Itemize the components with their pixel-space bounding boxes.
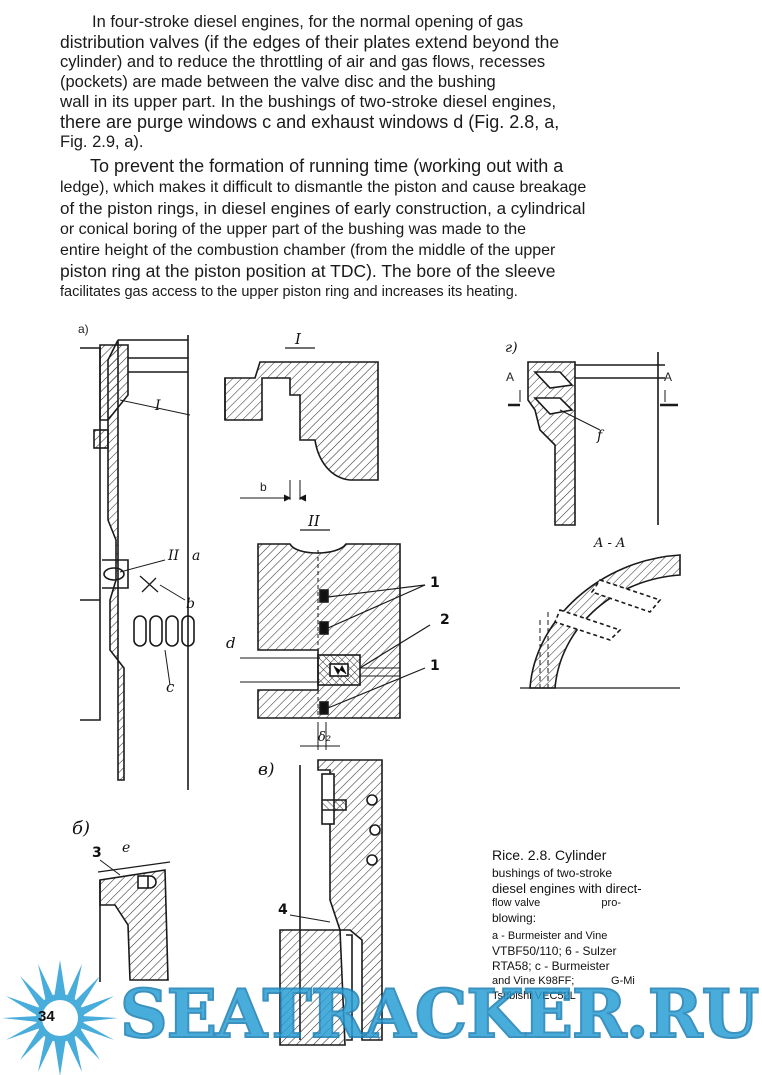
- label-view-v: в): [258, 760, 275, 780]
- caption-line: blowing:: [492, 911, 537, 925]
- caption-line: diesel engines with direct-: [492, 881, 642, 896]
- body-text: In four-stroke diesel engines, for the n…: [60, 12, 700, 303]
- text-line: ledge), which makes it difficult to dism…: [60, 179, 587, 196]
- paragraph-2: To prevent the formation of running time…: [60, 156, 700, 303]
- text-line: In four-stroke diesel engines, for the n…: [92, 13, 524, 31]
- label-num-1a: 1: [430, 575, 440, 591]
- label-letter-b: b: [186, 596, 195, 612]
- text-line: (pockets) are made between the valve dis…: [60, 73, 496, 91]
- caption-line: and Vine K98FF; G-Mi: [492, 975, 635, 987]
- label-dim-delta: δ₂: [318, 730, 332, 745]
- text-line: Fig. 2.9, a).: [60, 133, 144, 151]
- page-number: 34: [38, 1008, 55, 1025]
- label-section-A-left: A: [506, 370, 515, 384]
- paragraph-1: In four-stroke diesel engines, for the n…: [60, 12, 700, 152]
- text-line: entire height of the combustion chamber …: [60, 242, 556, 259]
- view-g-bushing: [508, 352, 678, 526]
- label-letter-e: e: [122, 840, 131, 856]
- text-line: piston ring at the piston position at TD…: [60, 261, 556, 281]
- section-A-A: [520, 554, 681, 689]
- caption-line: flow valve pro-: [492, 897, 621, 909]
- text-line: there are purge windows c and exhaust wi…: [60, 112, 560, 132]
- figure-caption: Rice. 2.8. Cylinder bushings of two-stro…: [492, 848, 682, 1004]
- caption-line: VTBF50/110; 6 - Sulzer: [492, 944, 617, 958]
- label-letter-c: c: [166, 678, 175, 696]
- text-line: facilitates gas access to the upper pist…: [60, 284, 518, 300]
- label-letter-d: d: [226, 634, 236, 652]
- caption-line: Rice. 2.8. Cylinder: [492, 847, 607, 863]
- caption-line: RTA58; c - Burmeister: [492, 959, 610, 973]
- text-line: distribution valves (if the edges of the…: [60, 32, 560, 52]
- label-section-A-right: A: [664, 370, 673, 384]
- label-view-g: г): [505, 340, 518, 356]
- label-detail-II-pointer: II: [168, 548, 180, 564]
- detail-II: [240, 529, 431, 750]
- caption-line: Tsubishi VEC52L: [492, 990, 576, 1002]
- label-num-4: 4: [278, 902, 288, 918]
- text-line: To prevent the formation of running time…: [90, 156, 564, 176]
- label-num-1b: 1: [430, 658, 440, 674]
- label-detail-I: I: [295, 330, 301, 348]
- detail-I: [224, 347, 379, 502]
- label-dim-b: b: [260, 480, 267, 494]
- text-line: cylinder) and to reduce the throttling o…: [60, 53, 546, 71]
- view-a-bushing: [80, 335, 195, 790]
- label-detail-II: II: [308, 512, 320, 530]
- text-line: of the piston rings, in diesel engines o…: [60, 199, 586, 218]
- label-section-title: A - A: [594, 536, 626, 551]
- view-v-bushing: [279, 759, 383, 1046]
- watermark-text: SEATRACKER.RU: [119, 974, 760, 1054]
- label-view-b: б): [72, 818, 91, 839]
- caption-line: bushings of two-stroke: [492, 866, 613, 880]
- label-num-3: 3: [92, 845, 102, 861]
- view-b-bushing: [97, 859, 171, 982]
- label-letter-a: a: [192, 548, 201, 564]
- label-view-a: a): [78, 322, 89, 336]
- caption-line: a - Burmeister and Vine: [492, 930, 608, 942]
- label-detail-I-pointer: I: [155, 398, 161, 414]
- label-num-2: 2: [440, 612, 450, 628]
- text-line: or conical boring of the upper part of t…: [60, 221, 527, 238]
- label-letter-f: f: [597, 428, 603, 444]
- text-line: wall in its upper part. In the bushings …: [60, 92, 557, 111]
